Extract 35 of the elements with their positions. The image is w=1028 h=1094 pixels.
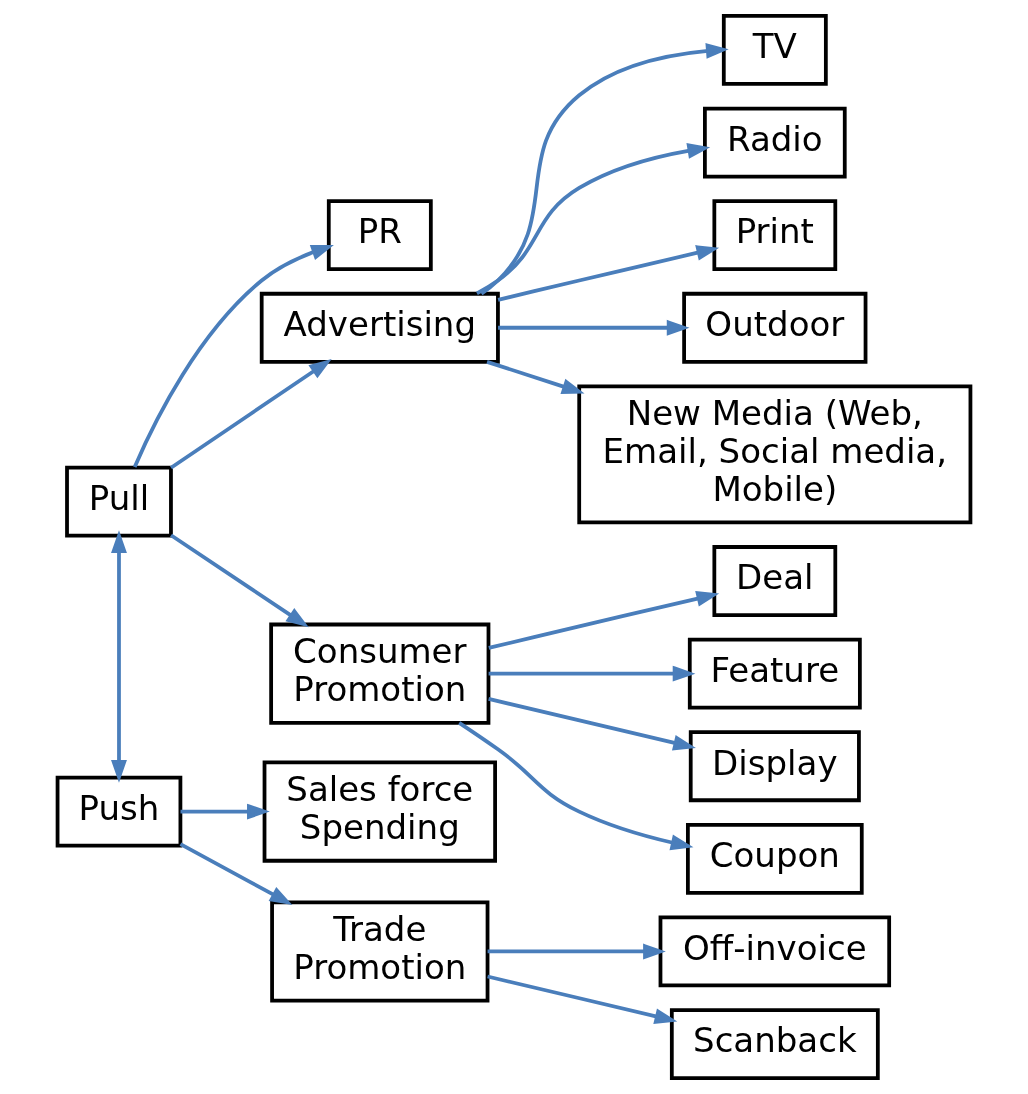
node-box: PR: [326, 199, 433, 272]
node-box: Push: [55, 775, 183, 848]
node-box: Feature: [687, 637, 862, 710]
arrow: [170, 533, 309, 628]
arrow: [480, 43, 729, 296]
node-box: Coupon: [686, 822, 864, 895]
arrow: [111, 530, 127, 783]
arrow: [458, 721, 694, 851]
node-box: TV: [721, 14, 828, 86]
arrow: [170, 359, 332, 470]
arrow: [487, 974, 678, 1024]
arrow: [132, 244, 334, 468]
node-box: Display: [688, 730, 861, 803]
node-box: New Media (Web, Email, Social media, Mobile): [577, 384, 973, 525]
node-box: Pull: [65, 465, 173, 538]
node-box: Outdoor: [682, 291, 868, 364]
arrow: [488, 697, 696, 751]
arrow: [180, 803, 270, 820]
node-box: Consumer Promotion: [269, 622, 491, 725]
arrow: [488, 590, 720, 650]
node-box: Deal: [712, 545, 838, 617]
node-box: Scanback: [669, 1008, 880, 1080]
arrow: [488, 665, 696, 682]
arrow: [498, 319, 690, 336]
arrow: [486, 360, 585, 394]
node-box: Off-invoice: [658, 915, 892, 988]
node-box: Trade Promotion: [270, 900, 490, 1003]
node-box: Radio: [703, 106, 847, 179]
arrow: [476, 142, 711, 296]
node-box: Advertising: [259, 291, 500, 364]
arrow: [487, 943, 666, 960]
node-box: Sales force Spending: [262, 760, 497, 863]
arrow: [179, 842, 293, 905]
node-box: Print: [712, 199, 838, 272]
arrow: [497, 245, 720, 302]
